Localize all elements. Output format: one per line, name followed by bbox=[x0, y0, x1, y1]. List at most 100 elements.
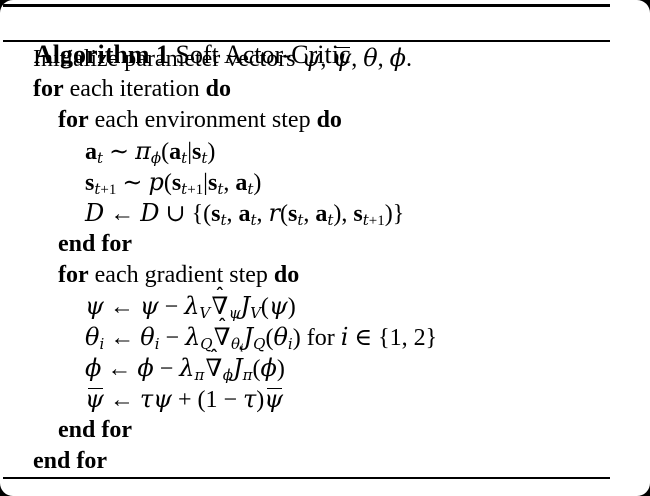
text-token: p bbox=[148, 168, 164, 196]
text-token: ← bbox=[104, 325, 141, 351]
text-token: , bbox=[223, 170, 236, 196]
algorithm-line: for each iteration do bbox=[0, 74, 650, 105]
text-token: i bbox=[240, 341, 244, 355]
text-token: t bbox=[250, 210, 257, 229]
text-token: each environment step bbox=[88, 107, 317, 133]
text-token: a bbox=[235, 170, 248, 196]
text-token: V bbox=[199, 303, 211, 322]
text-token: ϕ bbox=[389, 44, 406, 72]
text-token: ∪ {( bbox=[159, 201, 212, 227]
text-token: )} bbox=[384, 201, 405, 227]
text-token: i bbox=[340, 323, 349, 351]
text-token: s bbox=[171, 170, 182, 196]
bar-over-symbol: ψ bbox=[332, 44, 352, 72]
text-token: t bbox=[181, 148, 188, 167]
algorithm-line: Initialize parameter vectors ψ, ψ, θ, ϕ. bbox=[0, 43, 650, 74]
text-token: ϕ bbox=[260, 354, 277, 382]
text-token: − bbox=[153, 356, 180, 382]
text-token: each gradient step bbox=[88, 262, 274, 288]
text-token: a bbox=[85, 139, 97, 165]
text-token: ← bbox=[101, 356, 138, 382]
text-token: t bbox=[297, 210, 304, 229]
text-token: s bbox=[288, 201, 298, 227]
text-token: ) for bbox=[292, 325, 341, 351]
text-token: t bbox=[94, 179, 101, 198]
algorithm-line: ψ ← τψ + (1 − τ)ψ bbox=[0, 384, 650, 415]
text-token: ( bbox=[163, 170, 172, 196]
text-token: | bbox=[203, 170, 208, 196]
text-token: i bbox=[99, 334, 105, 353]
text-token: +1 bbox=[368, 212, 385, 229]
text-token: Q bbox=[253, 334, 266, 353]
text-token: r bbox=[268, 199, 281, 227]
text-token: ( bbox=[265, 325, 274, 351]
text-token: ∈ {1, 2} bbox=[348, 325, 438, 351]
text-token: do bbox=[205, 76, 231, 102]
text-token: Initialize parameter vectors bbox=[33, 46, 302, 72]
text-token: for bbox=[58, 262, 89, 288]
text-token: ψ bbox=[139, 292, 159, 320]
text-token: , bbox=[303, 201, 316, 227]
text-token: ∼ bbox=[116, 170, 149, 196]
text-token: V bbox=[250, 303, 261, 322]
script-d-symbol: D bbox=[140, 199, 160, 227]
bottom-rule bbox=[3, 477, 610, 479]
text-token: − bbox=[159, 325, 186, 351]
text-token: π bbox=[135, 137, 151, 165]
text-token: t bbox=[362, 210, 369, 229]
text-token: each iteration bbox=[63, 76, 206, 102]
text-token: a bbox=[238, 201, 251, 227]
text-token: end for bbox=[33, 448, 107, 474]
text-token: λ bbox=[179, 354, 195, 382]
text-token: ϕ bbox=[222, 365, 233, 384]
text-token: ϕ bbox=[85, 354, 102, 382]
text-token: ϕ bbox=[150, 148, 162, 167]
text-token: θ bbox=[231, 334, 241, 353]
text-token: ψ bbox=[301, 44, 321, 72]
text-token: ψ bbox=[228, 303, 241, 322]
text-token: λ bbox=[184, 292, 200, 320]
text-token: +1 bbox=[100, 181, 117, 198]
text-token: ϕ bbox=[137, 354, 154, 382]
text-token: π bbox=[194, 365, 205, 384]
text-token: ) bbox=[253, 170, 262, 196]
text-token: . bbox=[406, 46, 412, 72]
text-token: t bbox=[217, 179, 224, 198]
algorithm-line: end for bbox=[0, 229, 650, 260]
text-token: for bbox=[58, 107, 89, 133]
text-token: t bbox=[247, 179, 254, 198]
algorithm-number-label: Algorithm 1 bbox=[34, 40, 170, 69]
text-token: i bbox=[287, 334, 293, 353]
text-token: a bbox=[169, 139, 182, 165]
text-token: θ bbox=[140, 323, 155, 351]
text-token: ( bbox=[260, 294, 269, 320]
script-d-symbol: D bbox=[85, 199, 105, 227]
text-token: s bbox=[211, 201, 221, 227]
text-token: ← bbox=[103, 387, 140, 413]
algorithm-body: Initialize parameter vectors ψ, ψ, θ, ϕ.… bbox=[0, 43, 650, 477]
text-token: θ bbox=[363, 44, 378, 72]
algorithm-line: ϕ ← ϕ − λπ∇ϕJπ(ϕ) bbox=[0, 353, 650, 384]
text-token: ) bbox=[256, 387, 265, 413]
text-token: τψ bbox=[139, 385, 172, 413]
algorithm-line: D ← D ∪ {(st, at, r(st, at), st+1)} bbox=[0, 198, 650, 229]
text-token: end for bbox=[58, 417, 132, 443]
text-token: t bbox=[201, 148, 208, 167]
text-token: , bbox=[226, 201, 239, 227]
text-token: for bbox=[33, 76, 64, 102]
algorithm-name-label: Soft Actor-Critic bbox=[169, 40, 351, 69]
text-token: θ bbox=[273, 323, 288, 351]
text-token: do bbox=[316, 107, 342, 133]
text-token: ∼ bbox=[103, 139, 136, 165]
text-token: , bbox=[320, 46, 333, 72]
algorithm-title: Algorithm 1 Soft Actor-Critic bbox=[8, 7, 351, 103]
text-token: +1 bbox=[187, 181, 204, 198]
top-rule bbox=[3, 4, 610, 7]
algorithm-line: st+1 ∼ p(st+1|st, at) bbox=[0, 167, 650, 198]
text-token: J bbox=[233, 354, 243, 382]
nabla-hat-symbol: ∇ bbox=[214, 325, 231, 349]
text-token: a bbox=[315, 201, 328, 227]
text-token: ( bbox=[161, 139, 170, 165]
text-token: ) bbox=[207, 139, 216, 165]
